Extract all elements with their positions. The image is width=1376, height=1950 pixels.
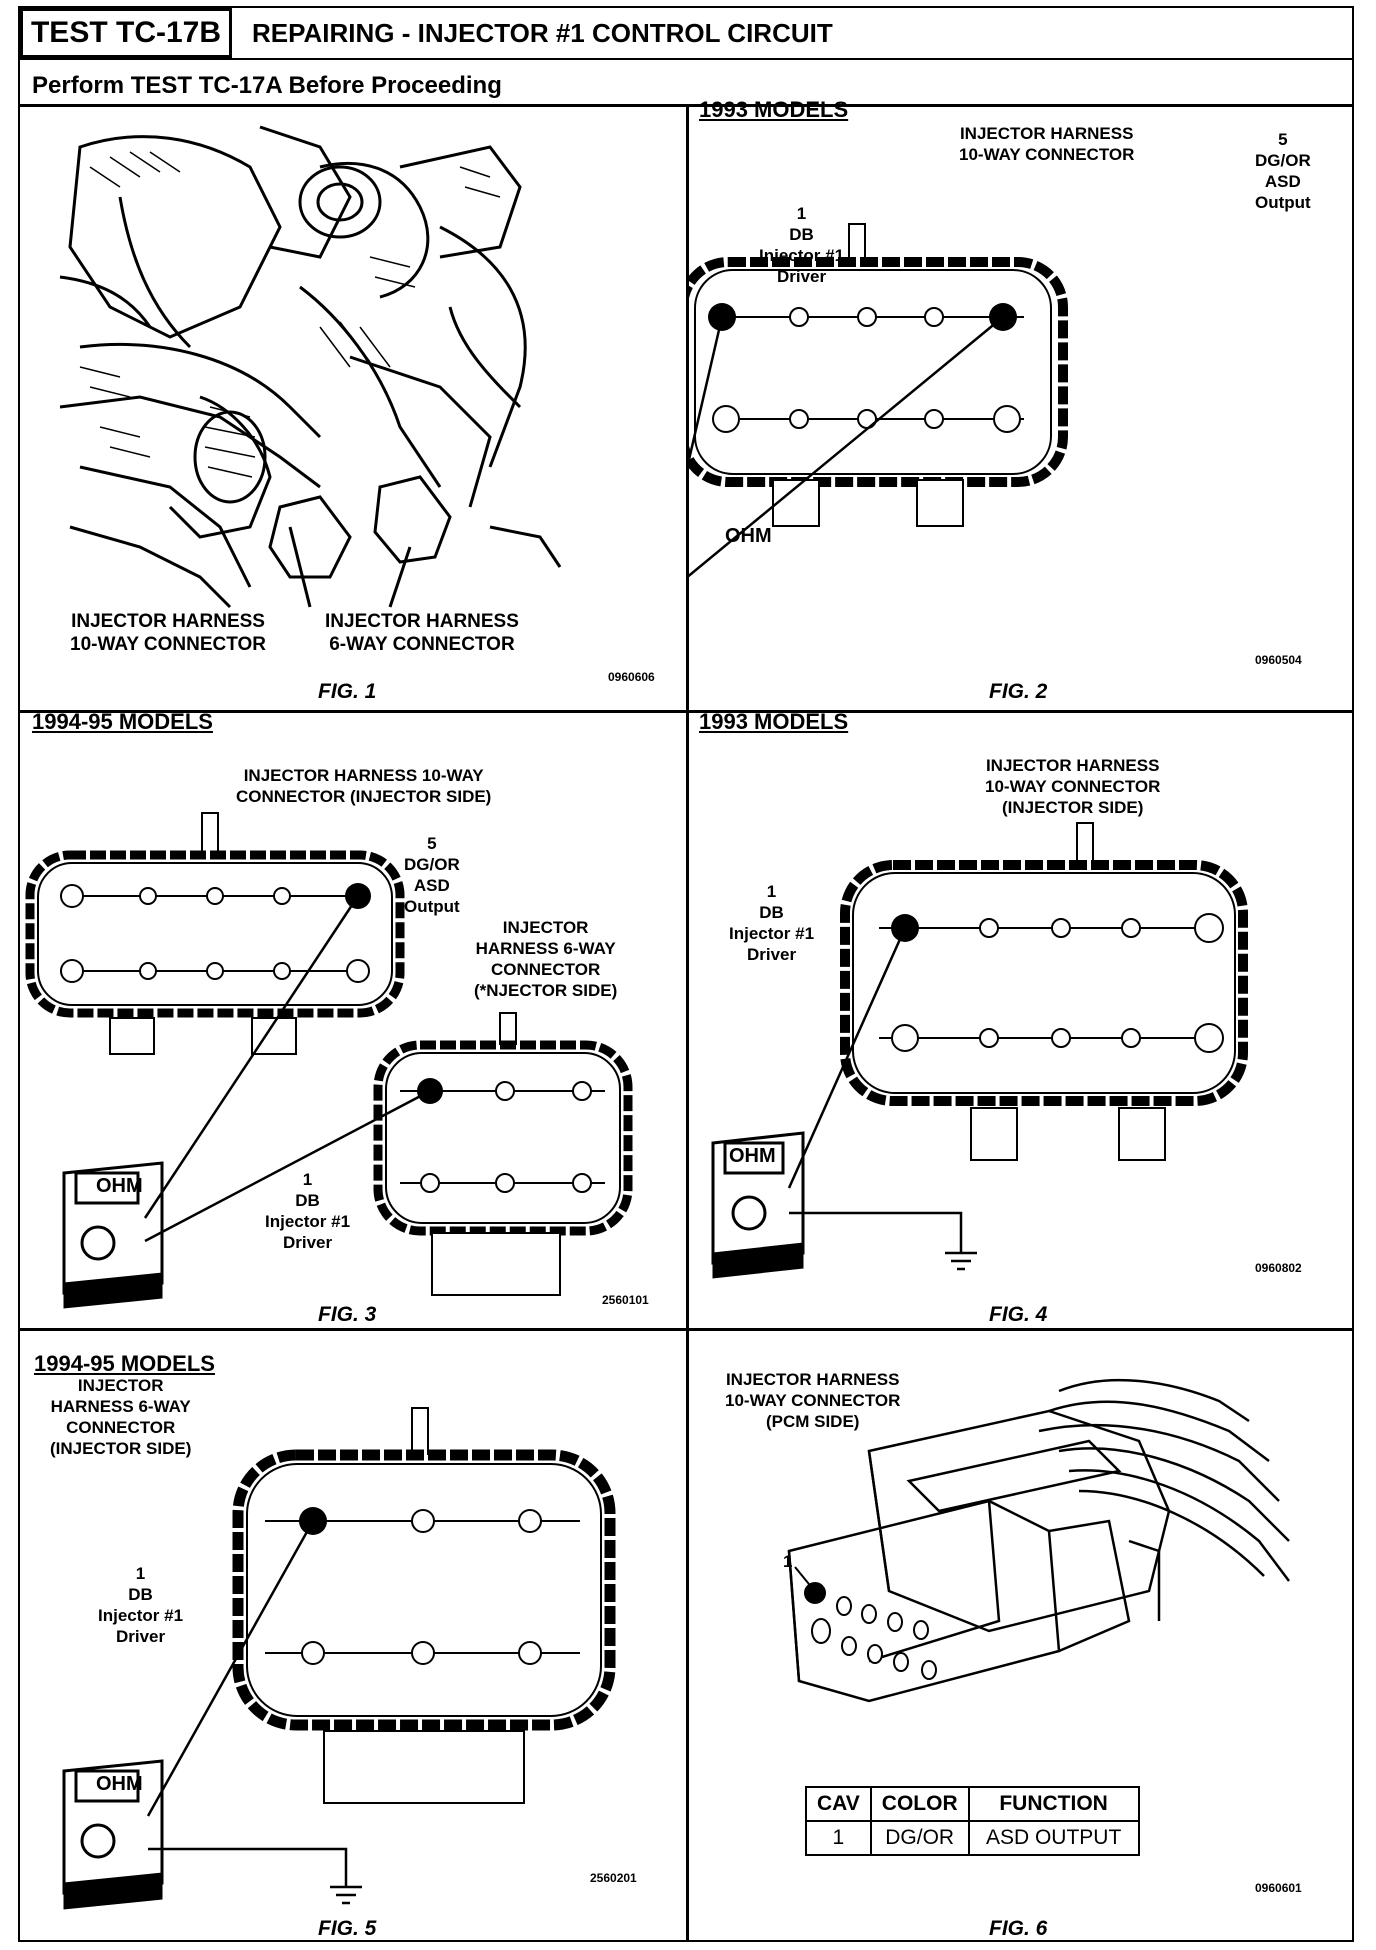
test-id: TEST TC-17B	[20, 8, 232, 58]
fig1-code: 0960606	[608, 670, 655, 684]
fig3-caption: FIG. 3	[318, 1303, 377, 1326]
fig2-connector-label: INJECTOR HARNESS 10-WAY CONNECTOR	[959, 124, 1135, 164]
fig4-code: 0960802	[1255, 1261, 1302, 1275]
fig4-pin1-label: 1 DB Injector #1 Driver	[729, 882, 815, 964]
table-cell-cav: 1	[805, 1820, 872, 1856]
table-cell-function: ASD OUTPUT	[967, 1820, 1140, 1856]
fig1-6way-label: INJECTOR HARNESS 6-WAY CONNECTOR	[325, 611, 519, 655]
fig4-meter	[711, 1131, 805, 1279]
fig3-pins	[60, 883, 592, 1193]
fig2-meter-label: OHM	[725, 525, 772, 547]
figure-6-panel: INJECTOR HARNESS 10-WAY CONNECTOR (PCM S…	[689, 1331, 1354, 1942]
fig2-code: 0960504	[1255, 653, 1302, 667]
fig6-connector-illustration	[787, 1378, 1290, 1703]
fig5-meter	[62, 1759, 164, 1910]
fig2-caption: FIG. 2	[989, 680, 1048, 703]
table-header-color: COLOR	[869, 1786, 970, 1822]
fig4-meter-label: OHM	[729, 1145, 776, 1167]
fig2-pin5-label: 5 DG/OR ASD Output	[1255, 130, 1311, 212]
fig6-pin-callout: 1	[783, 1552, 793, 1571]
fig2-diagram	[689, 223, 1068, 578]
grid-row2-line	[18, 1328, 1354, 1331]
fig4-model: 1993 MODELS	[699, 709, 849, 734]
figure-2-panel: 1993 MODELS INJECTOR HARNESS 10-WAY CONN…	[689, 97, 1354, 710]
grid-center-line	[686, 104, 689, 1942]
fig1-10way-label: INJECTOR HARNESS 10-WAY CONNECTOR	[70, 611, 267, 655]
table-header-row: CAV COLOR FUNCTION	[805, 1786, 1140, 1822]
engine-illustration	[59, 125, 562, 609]
table-header-cav: CAV	[805, 1786, 872, 1822]
fig5-model: 1994-95 MODELS	[34, 1351, 215, 1376]
fig4-caption: FIG. 4	[989, 1303, 1048, 1326]
fig3-code: 2560101	[602, 1293, 649, 1307]
fig5-ground-symbol	[330, 1885, 362, 1905]
fig3-pin1-label: 1 DB Injector #1 Driver	[265, 1170, 351, 1252]
header-divider	[18, 58, 1354, 60]
fig5-diagram	[62, 1407, 616, 1910]
fig6-cavities	[804, 1582, 937, 1680]
fig5-caption: FIG. 5	[318, 1917, 377, 1940]
table-header-function: FUNCTION	[967, 1786, 1140, 1822]
fig5-pin1-label: 1 DB Injector #1 Driver	[98, 1564, 184, 1646]
fig4-ground-symbol	[945, 1251, 977, 1271]
fig3-connector6-label: INJECTOR HARNESS 6-WAY CONNECTOR (*NJECT…	[474, 918, 618, 1000]
table-row: 1 DG/OR ASD OUTPUT	[805, 1820, 1140, 1856]
fig3-meter	[62, 1161, 164, 1309]
fig1-caption: FIG. 1	[318, 680, 377, 703]
fig6-connector-label: INJECTOR HARNESS 10-WAY CONNECTOR (PCM S…	[725, 1370, 901, 1431]
table-cell-color: DG/OR	[869, 1820, 970, 1856]
fig5-connector-label: INJECTOR HARNESS 6-WAY CONNECTOR (INJECT…	[50, 1376, 192, 1458]
fig3-meter-label: OHM	[96, 1175, 143, 1197]
figure-1-panel: INJECTOR HARNESS 10-WAY CONNECTOR INJECT…	[20, 107, 686, 710]
fig2-pin1-label: 1 DB Injector #1 Driver	[759, 204, 845, 286]
test-title: REPAIRING - INJECTOR #1 CONTROL CIRCUIT	[252, 18, 833, 48]
figure-5-panel: 1994-95 MODELS INJECTOR HARNESS 6-WAY CO…	[20, 1331, 686, 1942]
fig5-pins	[299, 1507, 542, 1665]
figure-4-panel: 1993 MODELS INJECTOR HARNESS 10-WAY CONN…	[689, 709, 1354, 1328]
fig2-pins	[708, 303, 1021, 433]
fig6-code: 0960601	[1255, 1881, 1302, 1895]
fig5-meter-label: OHM	[96, 1773, 143, 1795]
fig4-connector-label: INJECTOR HARNESS 10-WAY CONNECTOR (INJEC…	[985, 756, 1161, 817]
fig6-cavity-table: CAV COLOR FUNCTION 1 DG/OR ASD OUTPUT	[805, 1786, 1140, 1856]
fig3-connector10-label: INJECTOR HARNESS 10-WAY CONNECTOR (INJEC…	[236, 766, 492, 806]
fig4-diagram	[711, 822, 1248, 1279]
test-subtitle: Perform TEST TC-17A Before Proceeding	[32, 72, 502, 99]
fig3-pin5-label: 5 DG/OR ASD Output	[404, 834, 460, 916]
fig5-code: 2560201	[590, 1871, 637, 1885]
fig6-caption: FIG. 6	[989, 1917, 1048, 1940]
fig3-diagram	[25, 812, 633, 1309]
fig2-model: 1993 MODELS	[699, 97, 849, 122]
figure-3-panel: 1994-95 MODELS INJECTOR HARNESS 10-WAY C…	[20, 709, 686, 1328]
fig3-model: 1994-95 MODELS	[32, 709, 213, 734]
grid-row1-line	[18, 710, 1354, 713]
